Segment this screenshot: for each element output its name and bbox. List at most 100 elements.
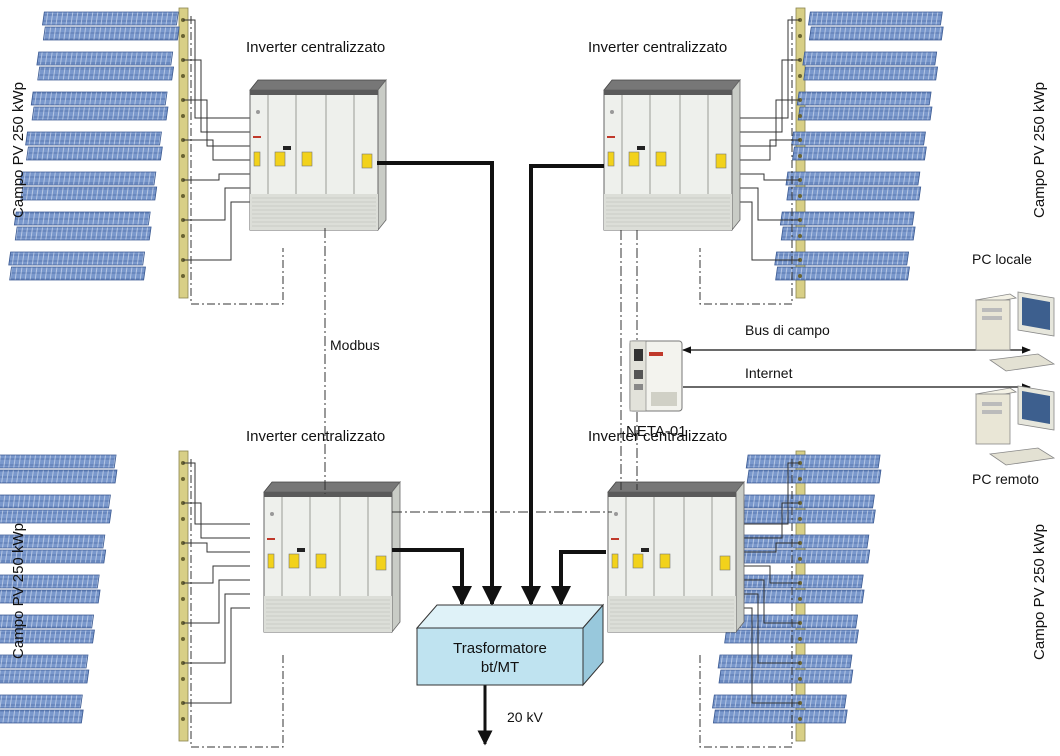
string-cable	[183, 565, 250, 584]
string-cable	[183, 139, 250, 161]
solar-panel-icon	[0, 574, 100, 589]
solar-panel-icon	[0, 614, 95, 629]
inverter-label-top-right: Inverter centralizzato	[588, 39, 727, 56]
string-cable	[183, 607, 250, 704]
solar-panel-icon	[20, 186, 158, 201]
string-cable	[740, 59, 800, 133]
string-cable	[183, 462, 250, 525]
solar-panel-icon	[19, 171, 157, 186]
solar-panel-icon	[802, 51, 938, 66]
transformer-label-line1: Trasformatore	[453, 640, 547, 657]
busbar-connector	[181, 34, 185, 38]
string-cable	[740, 502, 800, 539]
solar-panel-icon	[0, 454, 117, 469]
string-cable	[740, 462, 800, 525]
solar-panel-icon	[729, 589, 865, 604]
pc-remoto-label: PC remoto	[972, 471, 1039, 487]
signal-cable	[699, 459, 793, 748]
string-wiring	[183, 16, 800, 748]
solar-panel-icon	[775, 266, 910, 281]
solar-panel-icon	[792, 146, 927, 161]
string-cable	[740, 565, 800, 584]
busbar-connector	[181, 154, 185, 158]
solar-panel-icon	[718, 669, 854, 684]
string-cable	[183, 542, 250, 553]
busbar-connector	[798, 74, 802, 78]
busbar-connector	[181, 194, 185, 198]
pv-panel-rows	[0, 7, 944, 742]
busbar-connector	[798, 154, 802, 158]
solar-panel-icon	[42, 11, 179, 26]
string-cable	[740, 607, 800, 704]
solar-panel-icon	[0, 629, 95, 644]
busbar-connector	[181, 557, 185, 561]
solar-panel-icon	[712, 709, 848, 724]
power-feeders	[377, 161, 606, 746]
internet-label: Internet	[745, 365, 793, 381]
string-cable	[740, 593, 800, 664]
solar-panel-icon	[8, 251, 146, 266]
solar-panel-icon	[0, 549, 107, 564]
busbar-connector	[798, 517, 802, 521]
inverter-cabinets	[249, 78, 745, 634]
solar-panel-icon	[746, 469, 882, 484]
field-label-top-left: Campo PV 250 kWp	[10, 82, 27, 218]
string-cable	[740, 99, 800, 147]
solar-panel-icon	[0, 709, 84, 724]
solar-panel-icon	[780, 226, 916, 241]
pc-locale-label: PC locale	[972, 251, 1032, 267]
string-cable	[183, 579, 250, 624]
busbar-connector	[798, 597, 802, 601]
string-cable	[183, 593, 250, 664]
field-label-top-right: Campo PV 250 kWp	[1031, 82, 1048, 218]
neta-module-icon	[629, 340, 683, 412]
solar-panel-icon	[774, 251, 910, 266]
string-cable	[740, 201, 800, 261]
solar-panel-icon	[728, 574, 864, 589]
busbar-connector	[798, 677, 802, 681]
solar-panel-icon	[803, 66, 939, 81]
signal-cable	[190, 16, 284, 305]
field-label-bottom-left: Campo PV 250 kWp	[10, 523, 27, 659]
bus-di-campo-label: Bus di campo	[745, 322, 830, 338]
busbar-connector	[798, 557, 802, 561]
solar-panel-icon	[31, 106, 169, 121]
busbar-connector	[181, 677, 185, 681]
busbar-connector	[181, 74, 185, 78]
busbar-connector	[181, 114, 185, 118]
string-cable	[740, 139, 800, 161]
inverter-label-bottom-left: Inverter centralizzato	[246, 428, 385, 445]
solar-panel-icon	[0, 694, 83, 709]
string-cable	[740, 19, 800, 119]
solar-panel-icon	[25, 131, 162, 146]
dc-busbar	[178, 7, 189, 299]
output-voltage-label: 20 kV	[507, 709, 543, 725]
inverter-cabinet-icon	[263, 480, 401, 634]
solar-panel-icon	[796, 91, 932, 106]
inverter-cabinet-icon	[249, 78, 387, 232]
modbus-network	[324, 228, 638, 513]
busbar-connector	[798, 234, 802, 238]
solar-panel-icon	[37, 66, 175, 81]
busbar-connector	[181, 597, 185, 601]
desktop-pc-icon	[974, 291, 1056, 372]
solar-panel-icon	[740, 494, 875, 509]
busbar-connector	[181, 717, 185, 721]
pc-group	[974, 291, 1056, 466]
solar-panel-icon	[808, 11, 943, 26]
solar-panel-icon	[734, 534, 870, 549]
solar-panel-icon	[779, 211, 915, 226]
string-cable	[183, 187, 250, 221]
solar-panel-icon	[36, 51, 174, 66]
signal-cable	[190, 459, 284, 748]
string-cable	[183, 173, 250, 181]
solar-panel-icon	[9, 266, 146, 281]
field-label-bottom-right: Campo PV 250 kWp	[1031, 524, 1048, 660]
modbus-label: Modbus	[330, 337, 380, 353]
solar-panel-icon	[13, 211, 151, 226]
solar-panel-icon	[0, 589, 101, 604]
solar-panel-icon	[0, 534, 106, 549]
busbar-connector	[798, 114, 802, 118]
